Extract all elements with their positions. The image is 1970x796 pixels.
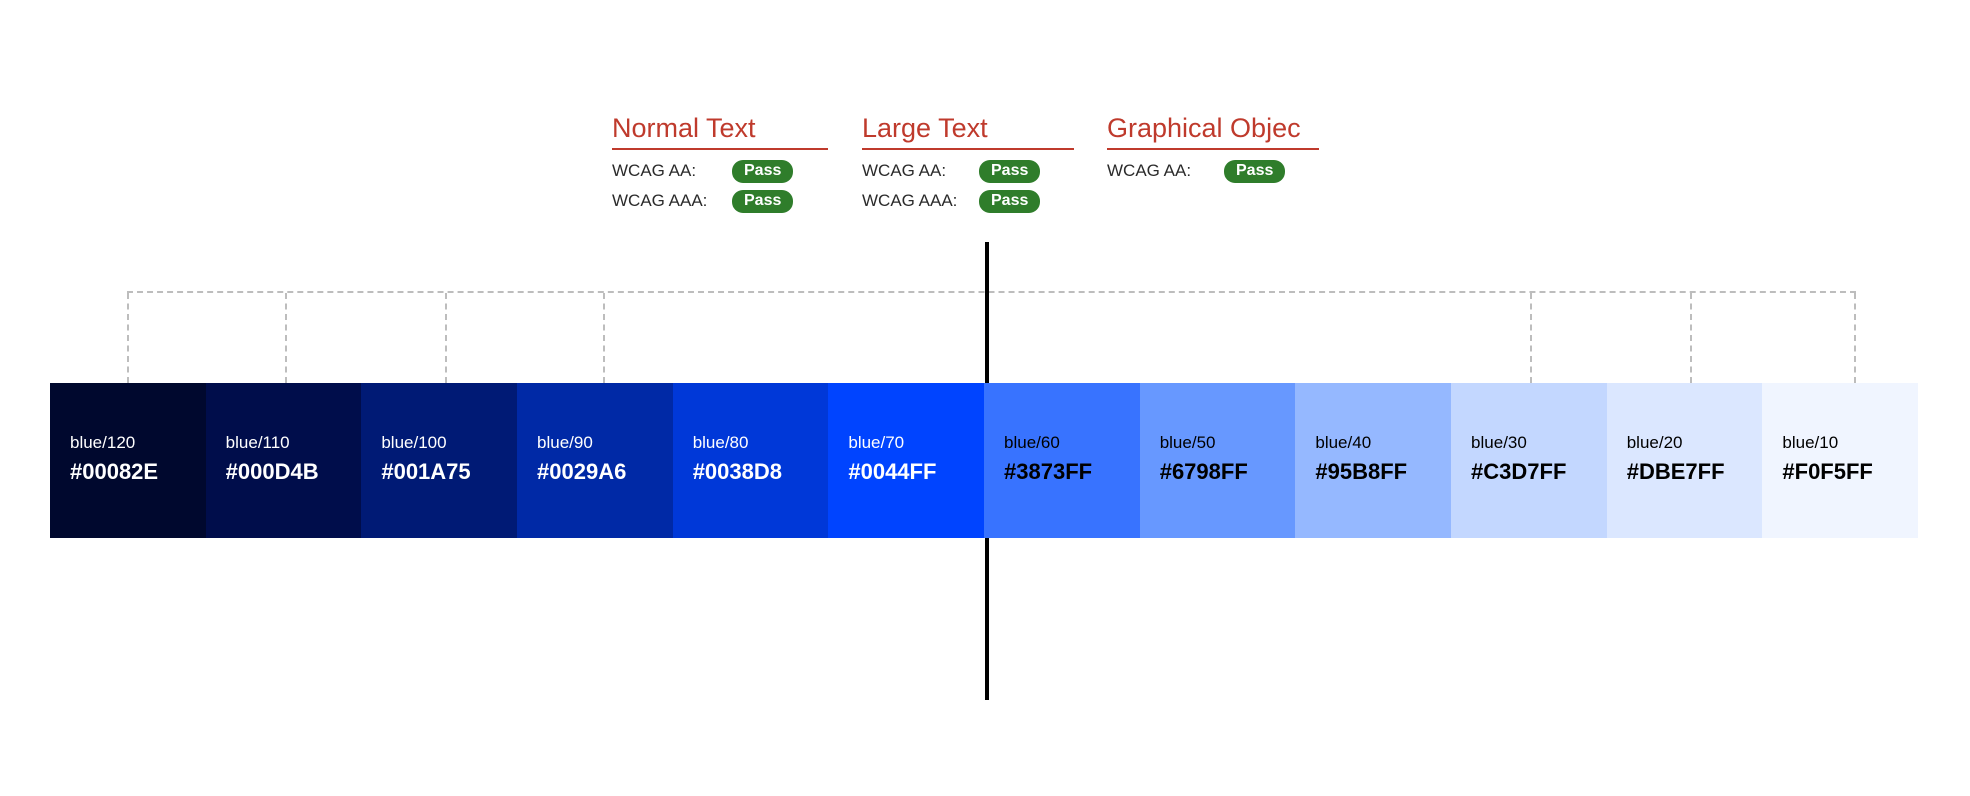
- wcag-group-title: Normal Text: [612, 113, 756, 143]
- swatch-hex-value: #3873FF: [1004, 459, 1093, 484]
- guide-tick-2: [445, 293, 447, 383]
- swatch-hex-value: #C3D7FF: [1471, 459, 1567, 484]
- color-swatch[interactable]: blue/90 #0029A6: [517, 383, 673, 538]
- status-badge: Pass: [732, 159, 794, 183]
- color-swatch[interactable]: blue/10 #F0F5FF: [1762, 383, 1919, 538]
- swatch-token-name: blue/50: [1159, 433, 1216, 452]
- swatch-hex-value: #001A75: [381, 459, 471, 484]
- status-badge: Pass: [979, 189, 1041, 213]
- guide-tick-6: [1854, 293, 1856, 383]
- wcag-group-title: Large Text: [862, 113, 988, 143]
- color-swatch[interactable]: blue/100 #001A75: [361, 383, 518, 538]
- guide-horizontal-line: [127, 291, 1856, 293]
- wcag-group-title: Graphical Objec: [1107, 113, 1301, 143]
- color-swatch[interactable]: blue/80 #0038D8: [672, 383, 829, 538]
- wcag-result-row: WCAG AA: Pass: [1107, 157, 1319, 185]
- wcag-level-label: WCAG AA:: [862, 161, 947, 180]
- swatch-token-name: blue/90: [537, 433, 593, 452]
- swatch-token-name: blue/120: [70, 433, 136, 452]
- guide-tick-4: [1530, 293, 1532, 383]
- wcag-level-label: WCAG AA:: [1107, 161, 1192, 180]
- swatch-hex-value: #DBE7FF: [1626, 459, 1725, 484]
- guide-grid: [127, 291, 1856, 383]
- color-swatch[interactable]: blue/40 #95B8FF: [1295, 383, 1452, 538]
- guide-tick-3: [603, 293, 605, 383]
- swatch-hex-value: #6798FF: [1159, 459, 1248, 484]
- status-badge: Pass: [979, 159, 1041, 183]
- swatch-hex-value: #0044FF: [848, 459, 937, 484]
- wcag-result-row: WCAG AA: Pass: [612, 157, 828, 185]
- guide-tick-0: [127, 293, 129, 383]
- wcag-title-underline: [862, 148, 1074, 150]
- wcag-title-underline: [1107, 148, 1319, 150]
- swatch-token-name: blue/20: [1626, 433, 1683, 452]
- wcag-level-label: WCAG AAA:: [612, 191, 708, 210]
- color-swatch[interactable]: blue/20 #DBE7FF: [1606, 383, 1763, 538]
- swatch-token-name: blue/30: [1471, 433, 1527, 452]
- color-swatch[interactable]: blue/70 #0044FF: [828, 383, 985, 538]
- wcag-result-row: WCAG AAA: Pass: [862, 187, 1074, 215]
- swatch-hex-value: #95B8FF: [1315, 459, 1408, 484]
- guide-tick-1: [285, 293, 287, 383]
- wcag-result-row: WCAG AAA: Pass: [612, 187, 828, 215]
- swatch-hex-value: #00082E: [70, 459, 159, 484]
- swatch-token-name: blue/40: [1315, 433, 1372, 452]
- swatch-hex-value: #F0F5FF: [1782, 459, 1873, 484]
- swatch-token-name: blue/100: [381, 433, 447, 452]
- color-swatch[interactable]: blue/60 #3873FF: [984, 383, 1140, 538]
- color-swatch[interactable]: blue/120 #00082E: [50, 383, 206, 538]
- wcag-title-underline: [612, 148, 828, 150]
- wcag-level-label: WCAG AA:: [612, 161, 697, 180]
- swatch-token-name: blue/80: [692, 433, 749, 452]
- status-badge: Pass: [732, 189, 794, 213]
- color-swatch[interactable]: blue/110 #000D4B: [205, 383, 362, 538]
- wcag-level-label: WCAG AAA:: [862, 191, 958, 210]
- swatch-hex-value: #0029A6: [537, 459, 627, 484]
- guide-tick-5: [1690, 293, 1692, 383]
- color-swatch-strip: blue/120 #00082E blue/110 #000D4B blue/100 #0…: [50, 383, 1919, 538]
- swatch-token-name: blue/70: [848, 433, 905, 452]
- swatch-token-name: blue/110: [225, 433, 290, 452]
- swatch-token-name: blue/60: [1004, 433, 1060, 452]
- color-swatch[interactable]: blue/50 #6798FF: [1139, 383, 1296, 538]
- color-swatch[interactable]: blue/30 #C3D7FF: [1451, 383, 1607, 538]
- swatch-hex-value: #000D4B: [225, 459, 319, 484]
- wcag-result-row: WCAG AA: Pass: [862, 157, 1074, 185]
- swatch-token-name: blue/10: [1782, 433, 1839, 452]
- status-badge: Pass: [1224, 159, 1286, 183]
- swatch-hex-value: #0038D8: [692, 459, 782, 484]
